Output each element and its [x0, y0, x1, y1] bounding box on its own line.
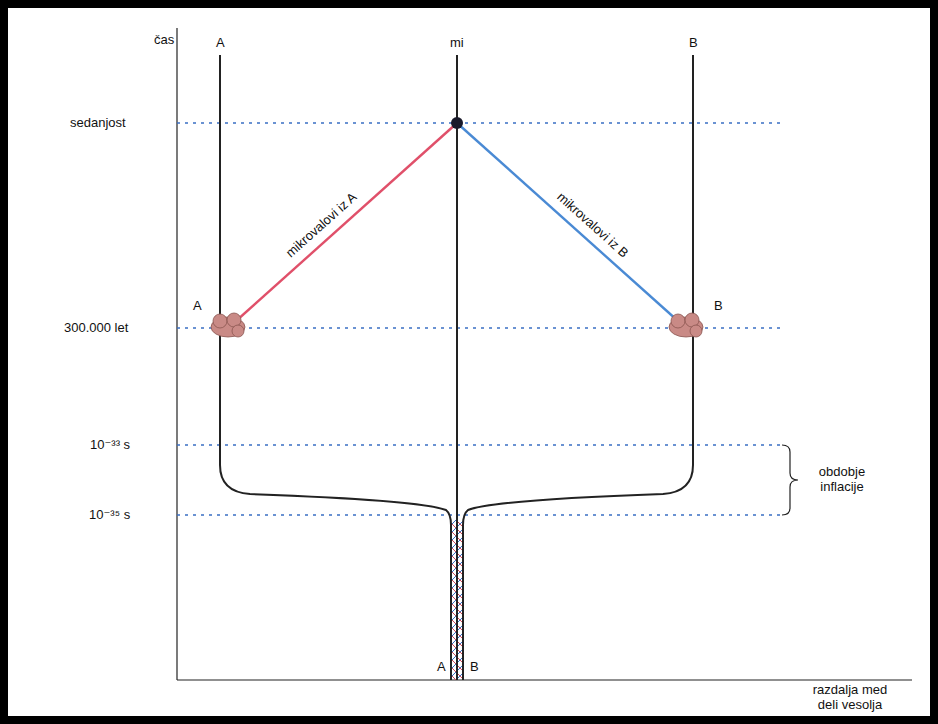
period-label: obdobje inflacije — [806, 465, 878, 495]
time-label: 10⁻³³ s — [90, 438, 130, 453]
time-axis — [176, 28, 177, 680]
microwave-path-a — [236, 123, 457, 321]
source-blob-b — [669, 313, 703, 337]
time-label: sedanjost — [70, 116, 126, 131]
paper-ground — [8, 8, 930, 716]
inflation-bracket — [782, 445, 798, 515]
worldlines — [220, 55, 693, 680]
worldline-label: A — [216, 36, 225, 51]
microwave-path-b — [457, 123, 678, 321]
worldline-label: B — [470, 660, 479, 675]
worldline-label: B — [689, 36, 698, 51]
source-label: A — [193, 299, 202, 314]
time-label: 10⁻³⁵ s — [89, 508, 130, 523]
axis-label: razdalja med deli vesolja — [805, 683, 895, 713]
distance-axis — [177, 679, 912, 680]
source-blob-a — [211, 313, 245, 337]
source-label: B — [714, 299, 723, 314]
worldline-label: A — [437, 660, 446, 675]
time-label: 300.000 let — [64, 321, 128, 336]
worldline-label: mi — [450, 36, 464, 51]
observer-dot — [451, 117, 463, 129]
axis-label: čas — [154, 33, 174, 48]
